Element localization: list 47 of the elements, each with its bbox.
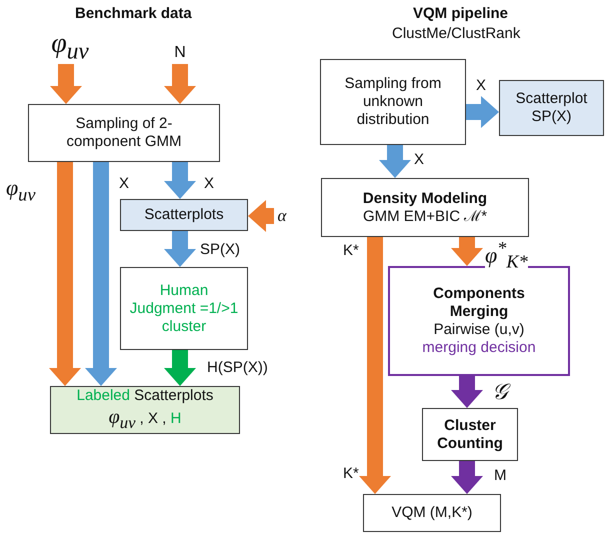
box-text: H	[170, 410, 182, 427]
box-text: φ$_{uv}$	[108, 406, 136, 428]
section-title: VQM pipeline	[413, 6, 508, 22]
block-arrow	[451, 237, 483, 266]
block-arrow	[359, 237, 391, 494]
block-arrow	[248, 200, 274, 232]
box-text: Scatterplot SP(X)	[514, 90, 588, 126]
box-text: Cluster Counting	[436, 416, 504, 452]
box-text: , X ,	[140, 410, 166, 427]
block-arrow	[164, 162, 196, 199]
box-text: Density Modeling	[362, 190, 488, 208]
box-text: VQM (M,K*)	[392, 504, 472, 522]
block-arrow	[379, 145, 411, 178]
process-box	[499, 80, 604, 136]
block-arrow	[164, 64, 196, 104]
block-arrow	[164, 350, 196, 386]
result-box	[50, 386, 240, 434]
process-box	[120, 199, 248, 231]
block-arrow	[164, 231, 196, 267]
box-text: merging decision	[422, 339, 536, 357]
edge-label: H(SP(X))	[207, 360, 268, 376]
process-box	[28, 104, 220, 162]
box-text: Human Judgment =1/>1 cluster	[129, 282, 239, 336]
process-box	[120, 267, 248, 350]
block-arrow	[85, 162, 117, 386]
block-arrow	[451, 461, 483, 494]
box-text: Pairwise (u,v)	[434, 321, 524, 339]
symbol-text: N	[174, 43, 186, 63]
process-box	[321, 178, 529, 237]
box-text: Sampling of 2-component GMM	[65, 115, 183, 151]
block-arrow	[451, 376, 483, 408]
symbol-text: φ$_{uv}$	[51, 27, 89, 67]
block-arrow	[50, 64, 82, 104]
process-box	[388, 266, 570, 376]
edge-label: SP(X)	[200, 242, 240, 258]
block-arrow	[49, 162, 81, 386]
box-text: GMM EM+BIC ℳ*	[362, 208, 488, 226]
process-box	[320, 59, 466, 145]
output-box	[363, 494, 501, 532]
process-box	[422, 408, 518, 461]
box-text: Scatterplots	[144, 206, 224, 224]
box-text: Sampling from unknown distribution	[344, 75, 442, 129]
box-text: Scatterplots	[134, 387, 214, 404]
symbol-text: α	[278, 206, 286, 226]
block-arrow	[466, 96, 499, 128]
box-text: Labeled	[76, 387, 130, 404]
box-text: Components Merging	[432, 285, 526, 321]
